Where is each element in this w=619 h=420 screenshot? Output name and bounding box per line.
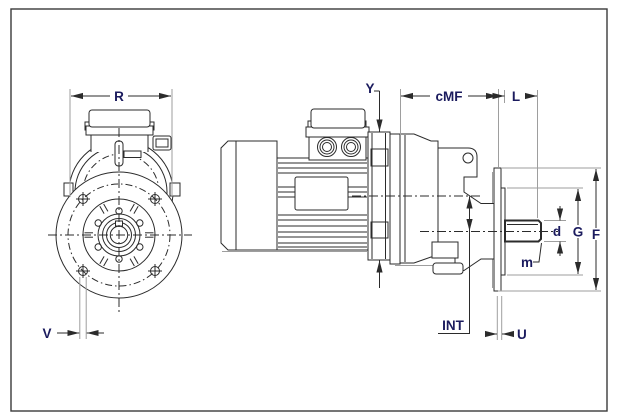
dim-label-g: G — [573, 225, 584, 240]
dim-label-m: m — [521, 255, 533, 270]
bottom-boss-2 — [432, 262, 464, 275]
output-flange-plate — [493, 167, 502, 292]
motor-foot-right — [169, 182, 181, 197]
flange-bolt-holes — [76, 192, 162, 278]
terminal-box-side — [305, 108, 370, 161]
cable-gland-left — [317, 137, 337, 157]
cable-gland-right — [341, 137, 361, 157]
flange-ribs — [84, 203, 154, 267]
dim-label-y: Y — [365, 81, 374, 96]
front-view — [48, 109, 192, 312]
page-border — [10, 8, 608, 412]
fan-cover — [220, 140, 278, 251]
gearbox-adapter — [389, 133, 401, 265]
side-view — [220, 108, 558, 292]
dim-label-f: F — [592, 227, 600, 242]
terminal-box-lid-front — [88, 109, 151, 128]
dim-label-u: U — [517, 327, 527, 342]
dimension-labels: R V Y cMF L INT U d G F m — [42, 81, 600, 342]
side-centerlines — [352, 195, 558, 232]
lug-hole — [462, 152, 474, 164]
nameplate — [294, 176, 349, 211]
bottom-boss — [431, 241, 459, 259]
m-leader — [533, 242, 542, 263]
extension-lines — [69, 89, 601, 340]
dim-label-int: INT — [442, 318, 465, 333]
dim-label-l: L — [512, 89, 520, 104]
dim-label-d: d — [553, 224, 561, 239]
box-lid — [310, 108, 366, 129]
motor-foot-left — [63, 182, 74, 197]
dim-label-v: V — [42, 326, 51, 341]
lug-tab — [123, 150, 142, 158]
dim-label-cmf: cMF — [436, 89, 463, 104]
front-centerlines — [48, 128, 192, 312]
gearbox — [389, 133, 495, 275]
dimension-lines — [57, 90, 600, 338]
connector-boss-inner — [155, 138, 169, 148]
cooling-fins — [278, 162, 367, 248]
dim-label-r: R — [114, 89, 124, 104]
motor-flange-ring — [367, 131, 391, 261]
